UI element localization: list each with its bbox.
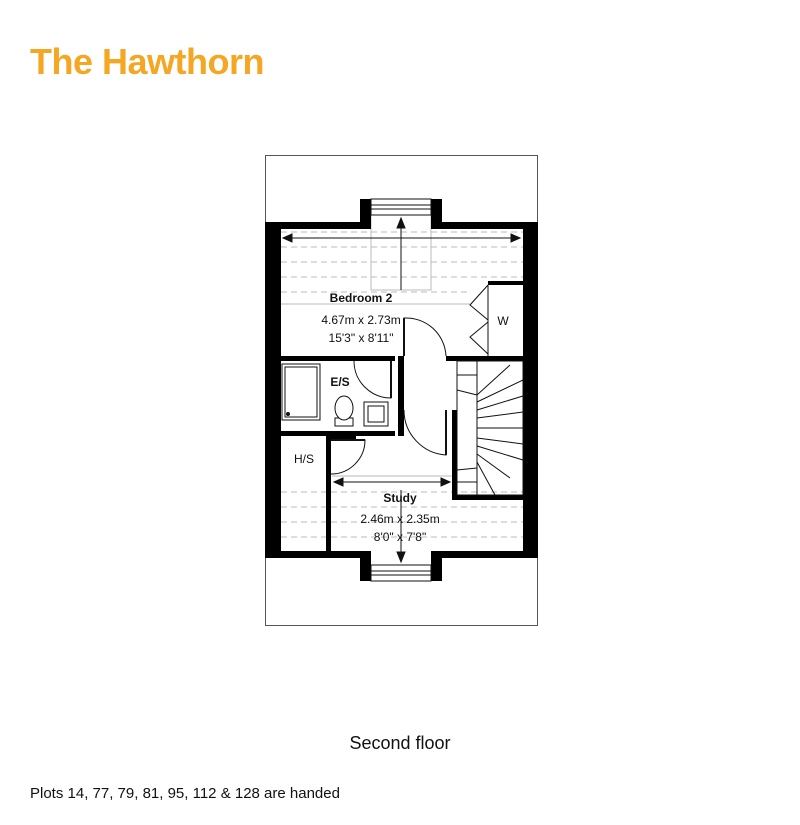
window-bottom: [370, 564, 432, 582]
bedroom-metric: 4.67m x 2.73m: [321, 313, 400, 327]
wardrobe-doors: [469, 284, 489, 356]
study-imperial: 8'0" x 7'8": [374, 530, 426, 544]
window-top: [370, 198, 432, 216]
landing-door: [403, 409, 447, 456]
toilet: [334, 395, 354, 427]
shower-tray: [281, 363, 321, 421]
hot-store-name: H/S: [294, 452, 314, 466]
ensuite-door: [353, 360, 392, 399]
floor-label: Second floor: [349, 733, 451, 753]
page-title: The Hawthorn: [30, 41, 265, 82]
staircase: [456, 360, 524, 496]
study-name: Study: [383, 491, 417, 505]
hs-door: [330, 439, 366, 475]
ensuite-name: E/S: [330, 375, 349, 389]
walls: [265, 199, 538, 581]
study-metric: 2.46m x 2.35m: [360, 512, 439, 526]
sloped-ceiling-lines: [281, 231, 523, 538]
wardrobe-name: W: [497, 314, 509, 328]
handed-plots-note: Plots 14, 77, 79, 81, 95, 112 & 128 are …: [30, 785, 340, 802]
basin: [363, 401, 389, 427]
bedroom-door: [403, 317, 447, 357]
dimension-arrows: [281, 216, 522, 564]
bedroom-name: Bedroom 2: [330, 291, 393, 305]
bedroom-imperial: 15'3" x 8'11": [329, 331, 394, 345]
